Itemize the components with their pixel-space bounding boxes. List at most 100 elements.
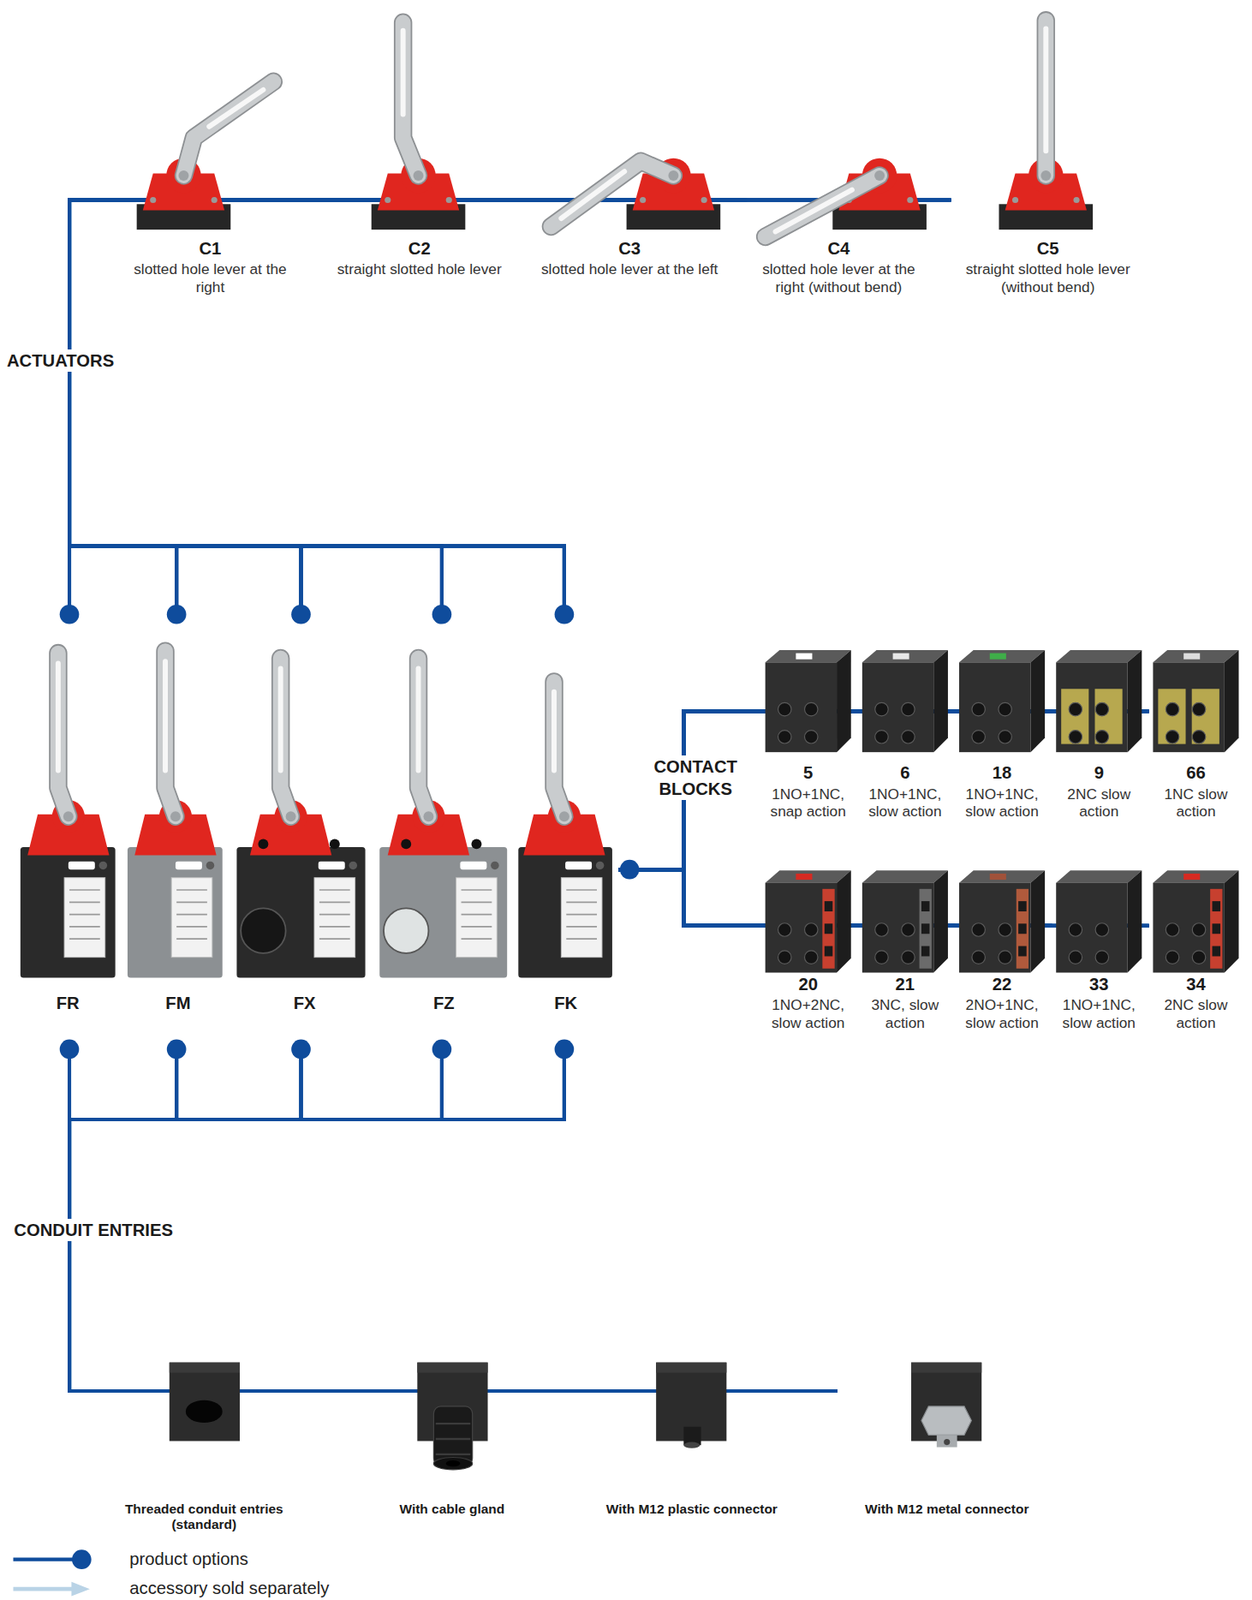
- terminal-screw: [804, 950, 818, 964]
- terminal-screw: [1192, 702, 1205, 716]
- conduit-entry-option: With M12 plastic connector: [582, 1357, 802, 1551]
- contact-block-option: 51NO+1NC, snap action: [761, 644, 856, 829]
- terminal-screw: [804, 923, 818, 937]
- terminal-screw: [998, 923, 1012, 937]
- option-link: [618, 869, 1150, 926]
- block-front: [959, 882, 1031, 973]
- terminal-panel: [1192, 688, 1220, 744]
- terminal-slot: [921, 923, 931, 934]
- terminal-screw: [1095, 950, 1109, 964]
- option-code: FM: [121, 992, 235, 1014]
- lever-outline: [550, 160, 674, 227]
- screw: [1012, 196, 1019, 203]
- option-link: [69, 1049, 838, 1391]
- terminal-screw: [875, 950, 889, 964]
- terminal-screw: [875, 923, 889, 937]
- conduit-entry-option: With cable gland: [342, 1357, 562, 1551]
- lever-arm: [765, 175, 880, 237]
- option-link: [618, 869, 859, 926]
- option-description: 2NO+1NC, slow action: [954, 995, 1050, 1032]
- option-link: [69, 200, 951, 615]
- option-description: 1NO+1NC, slow action: [858, 785, 953, 821]
- conduit-edge: [169, 1362, 240, 1373]
- actuator-hub: [400, 158, 436, 194]
- block-side: [1030, 870, 1045, 972]
- screw: [701, 196, 708, 203]
- terminal-screw: [778, 730, 792, 744]
- terminal-screw: [1192, 923, 1205, 937]
- block-side: [1127, 649, 1143, 752]
- option-code: FK: [512, 992, 619, 1014]
- option-code: 18: [954, 762, 1050, 783]
- terminal-screw: [875, 702, 889, 716]
- option-link: [618, 710, 859, 870]
- option-code: 20: [761, 973, 856, 995]
- block-marker: [989, 873, 1007, 880]
- terminal-screw: [1068, 923, 1082, 937]
- block-side: [836, 649, 852, 752]
- block-front: [1055, 661, 1127, 752]
- option-link: [69, 200, 525, 615]
- switch-body-option: FM: [121, 614, 235, 1050]
- switch-base: [137, 203, 232, 230]
- legend-entry: accessory sold separately: [129, 1577, 329, 1598]
- block-marker: [989, 653, 1007, 660]
- option-description: 1NO+1NC, snap action: [761, 785, 856, 821]
- option-code: 5: [761, 762, 856, 783]
- option-link: [69, 200, 951, 615]
- gland-ring: [435, 1437, 471, 1440]
- gland-ring: [435, 1422, 471, 1425]
- cable-gland: [433, 1406, 472, 1466]
- screw: [639, 196, 646, 203]
- option-code: 34: [1149, 973, 1244, 995]
- block-top: [765, 649, 852, 662]
- block-front: [1152, 882, 1224, 973]
- block-top: [862, 870, 948, 883]
- block-front: [862, 661, 934, 752]
- illustration: [12, 20, 1239, 1597]
- option-code: 22: [954, 973, 1050, 995]
- block-top: [1055, 870, 1142, 883]
- option-link: [618, 869, 762, 926]
- contact-block-option: 331NO+1NC, slow action: [1051, 864, 1146, 1049]
- terminal-slot: [1018, 923, 1027, 934]
- actuator-head: [143, 173, 225, 211]
- legend-arrow-sample: [12, 1586, 73, 1592]
- terminal-panel: [1095, 688, 1123, 744]
- option-link: [69, 200, 119, 615]
- switch-body-option: FR: [14, 614, 122, 1050]
- gland-ring: [435, 1453, 471, 1455]
- terminal-screw: [1165, 950, 1179, 964]
- lever-arm: [403, 22, 419, 176]
- block-front: [959, 661, 1031, 752]
- terminal-screw: [998, 702, 1012, 716]
- option-link: [69, 1049, 838, 1391]
- lever-slot: [775, 190, 853, 233]
- screw: [149, 196, 156, 203]
- option-link: [69, 200, 747, 615]
- legend-entry: product options: [129, 1548, 248, 1569]
- terminal-screw: [804, 702, 818, 716]
- block-front: [765, 661, 837, 752]
- terminal-screw: [901, 923, 915, 937]
- option-description: 1NO+2NC, slow action: [761, 995, 856, 1032]
- terminal-screw: [971, 923, 985, 937]
- option-link: [69, 200, 951, 615]
- terminal-slot: [1212, 946, 1222, 957]
- conduit-face: [655, 1362, 727, 1442]
- legend-text: accessory sold separately: [129, 1578, 329, 1598]
- terminal-slot: [921, 946, 931, 957]
- switch-base: [999, 203, 1094, 230]
- actuator-head: [632, 173, 715, 211]
- terminal-screw: [1165, 702, 1179, 716]
- lever-slot: [400, 30, 406, 115]
- terminal-screw: [998, 730, 1012, 744]
- contact-block-option: 213NC, slow action: [858, 864, 953, 1049]
- block-top: [1152, 649, 1239, 662]
- switch-body-option: FX: [234, 614, 375, 1050]
- pivot-screw: [178, 170, 190, 181]
- lever-slot: [208, 89, 263, 127]
- option-code: C1: [118, 238, 302, 259]
- terminal-screw: [901, 950, 915, 964]
